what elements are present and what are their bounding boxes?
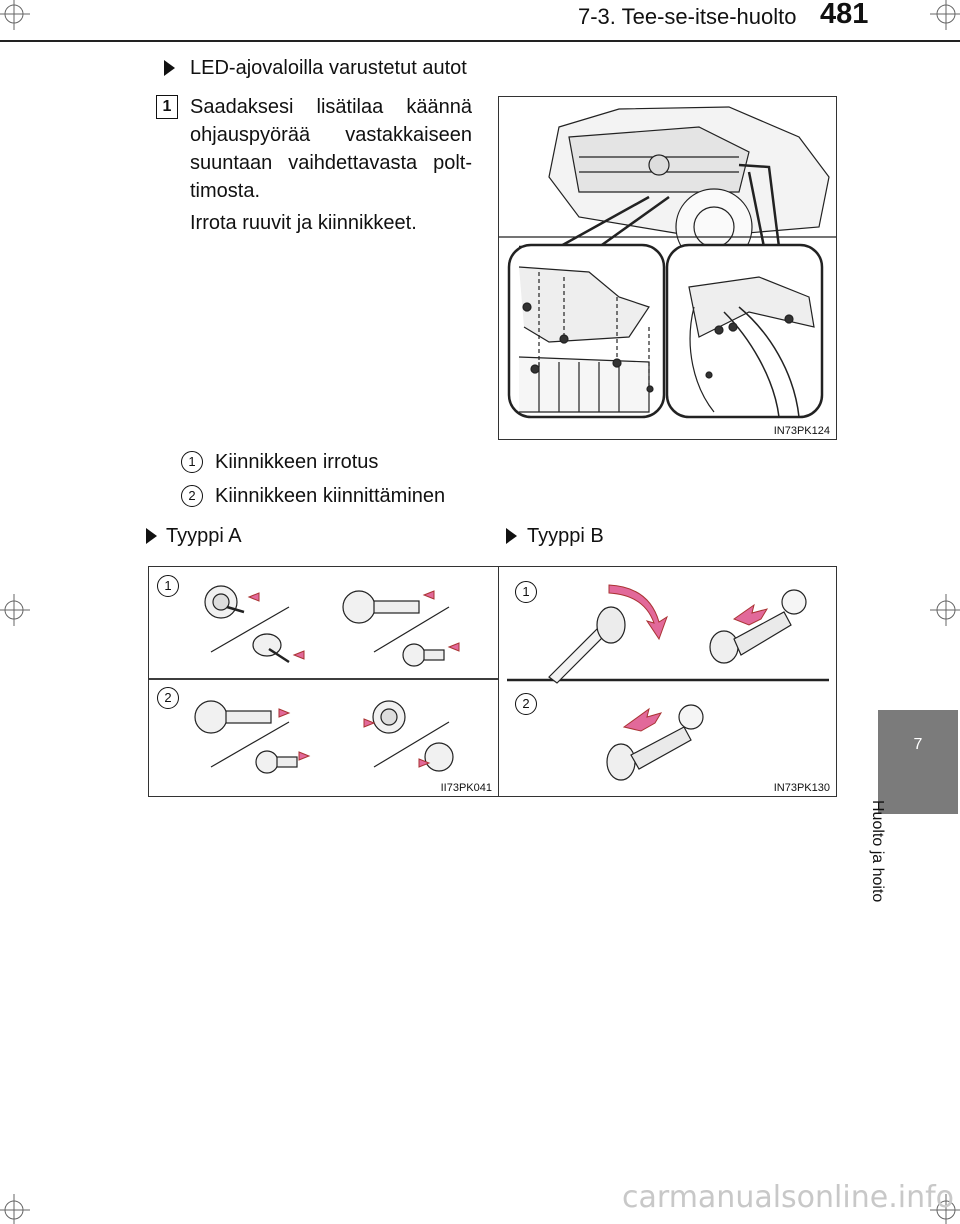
chapter-title-text: Huolto ja hoito	[869, 800, 886, 903]
bullet-triangle-icon	[146, 528, 157, 544]
fig-a-label-2: 2	[157, 687, 179, 709]
type-a-heading: Tyyppi A	[166, 525, 242, 547]
step-number-box: 1	[156, 95, 178, 119]
step-instruction-2: Irrota ruuvit ja kiinnikkeet.	[190, 212, 417, 234]
figure-a-code: II73PK041	[440, 782, 492, 794]
chapter-title-vertical: Huolto ja hoito	[869, 800, 918, 970]
type-b-heading: Tyyppi B	[527, 525, 604, 547]
figure-b-code: IN73PK130	[773, 782, 830, 794]
figure-type-a: 1 2 II73PK041	[148, 566, 499, 797]
clip-type-a-illustration	[149, 585, 498, 774]
legend-text-2: Kiinnikkeen kiinnittäminen	[215, 485, 446, 507]
bullet-triangle-icon	[164, 60, 175, 76]
step-instruction: Saadaksesi lisätilaa käännä ohjauspyörää…	[190, 96, 472, 202]
legend-number-1: 1	[181, 451, 203, 473]
led-heading: LED-ajovaloilla varustetut autot	[190, 57, 467, 79]
fig-b-label-2: 2	[515, 693, 537, 715]
car-front-illustration	[499, 106, 836, 419]
fig-b-label-1: 1	[515, 581, 537, 603]
chapter-tab-number: 7	[913, 736, 923, 753]
fig-a-label-1: 1	[157, 575, 179, 597]
figure-type-b: 1 2 IN73PK130	[498, 566, 837, 797]
bullet-triangle-icon	[506, 528, 517, 544]
header-divider	[0, 40, 960, 42]
chapter-tab	[878, 710, 958, 814]
figure-headlight-area: IN73PK124	[498, 96, 837, 440]
legend-number-2: 2	[181, 485, 203, 507]
legend-text-1: Kiinnikkeen irrotus	[215, 451, 379, 473]
clip-type-b-illustration	[507, 584, 829, 781]
watermark: carmanualsonline.info	[622, 1180, 954, 1215]
figure-code: IN73PK124	[773, 425, 830, 437]
page-number: 481	[820, 0, 869, 30]
section-title: 7-3. Tee-se-itse-huolto	[578, 4, 797, 29]
